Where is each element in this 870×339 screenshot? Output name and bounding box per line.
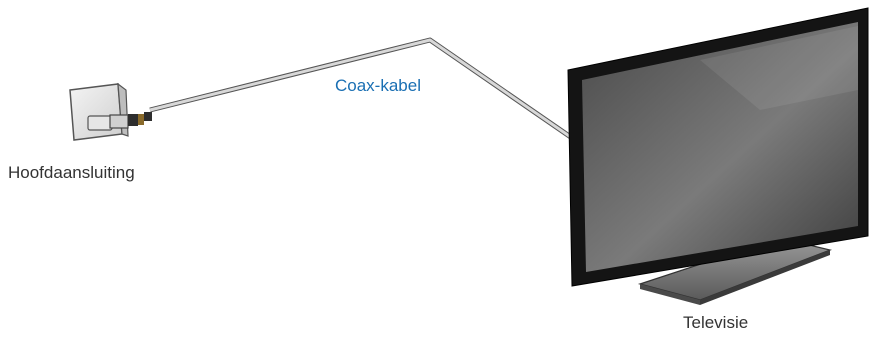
television-icon <box>567 7 869 305</box>
wall-outlet-label: Hoofdaansluiting <box>8 163 135 182</box>
television-label: Televisie <box>683 313 749 332</box>
coax-cable-label: Coax-kabel <box>335 76 421 95</box>
coax-cable <box>149 37 577 143</box>
wall-outlet-icon <box>69 82 152 141</box>
